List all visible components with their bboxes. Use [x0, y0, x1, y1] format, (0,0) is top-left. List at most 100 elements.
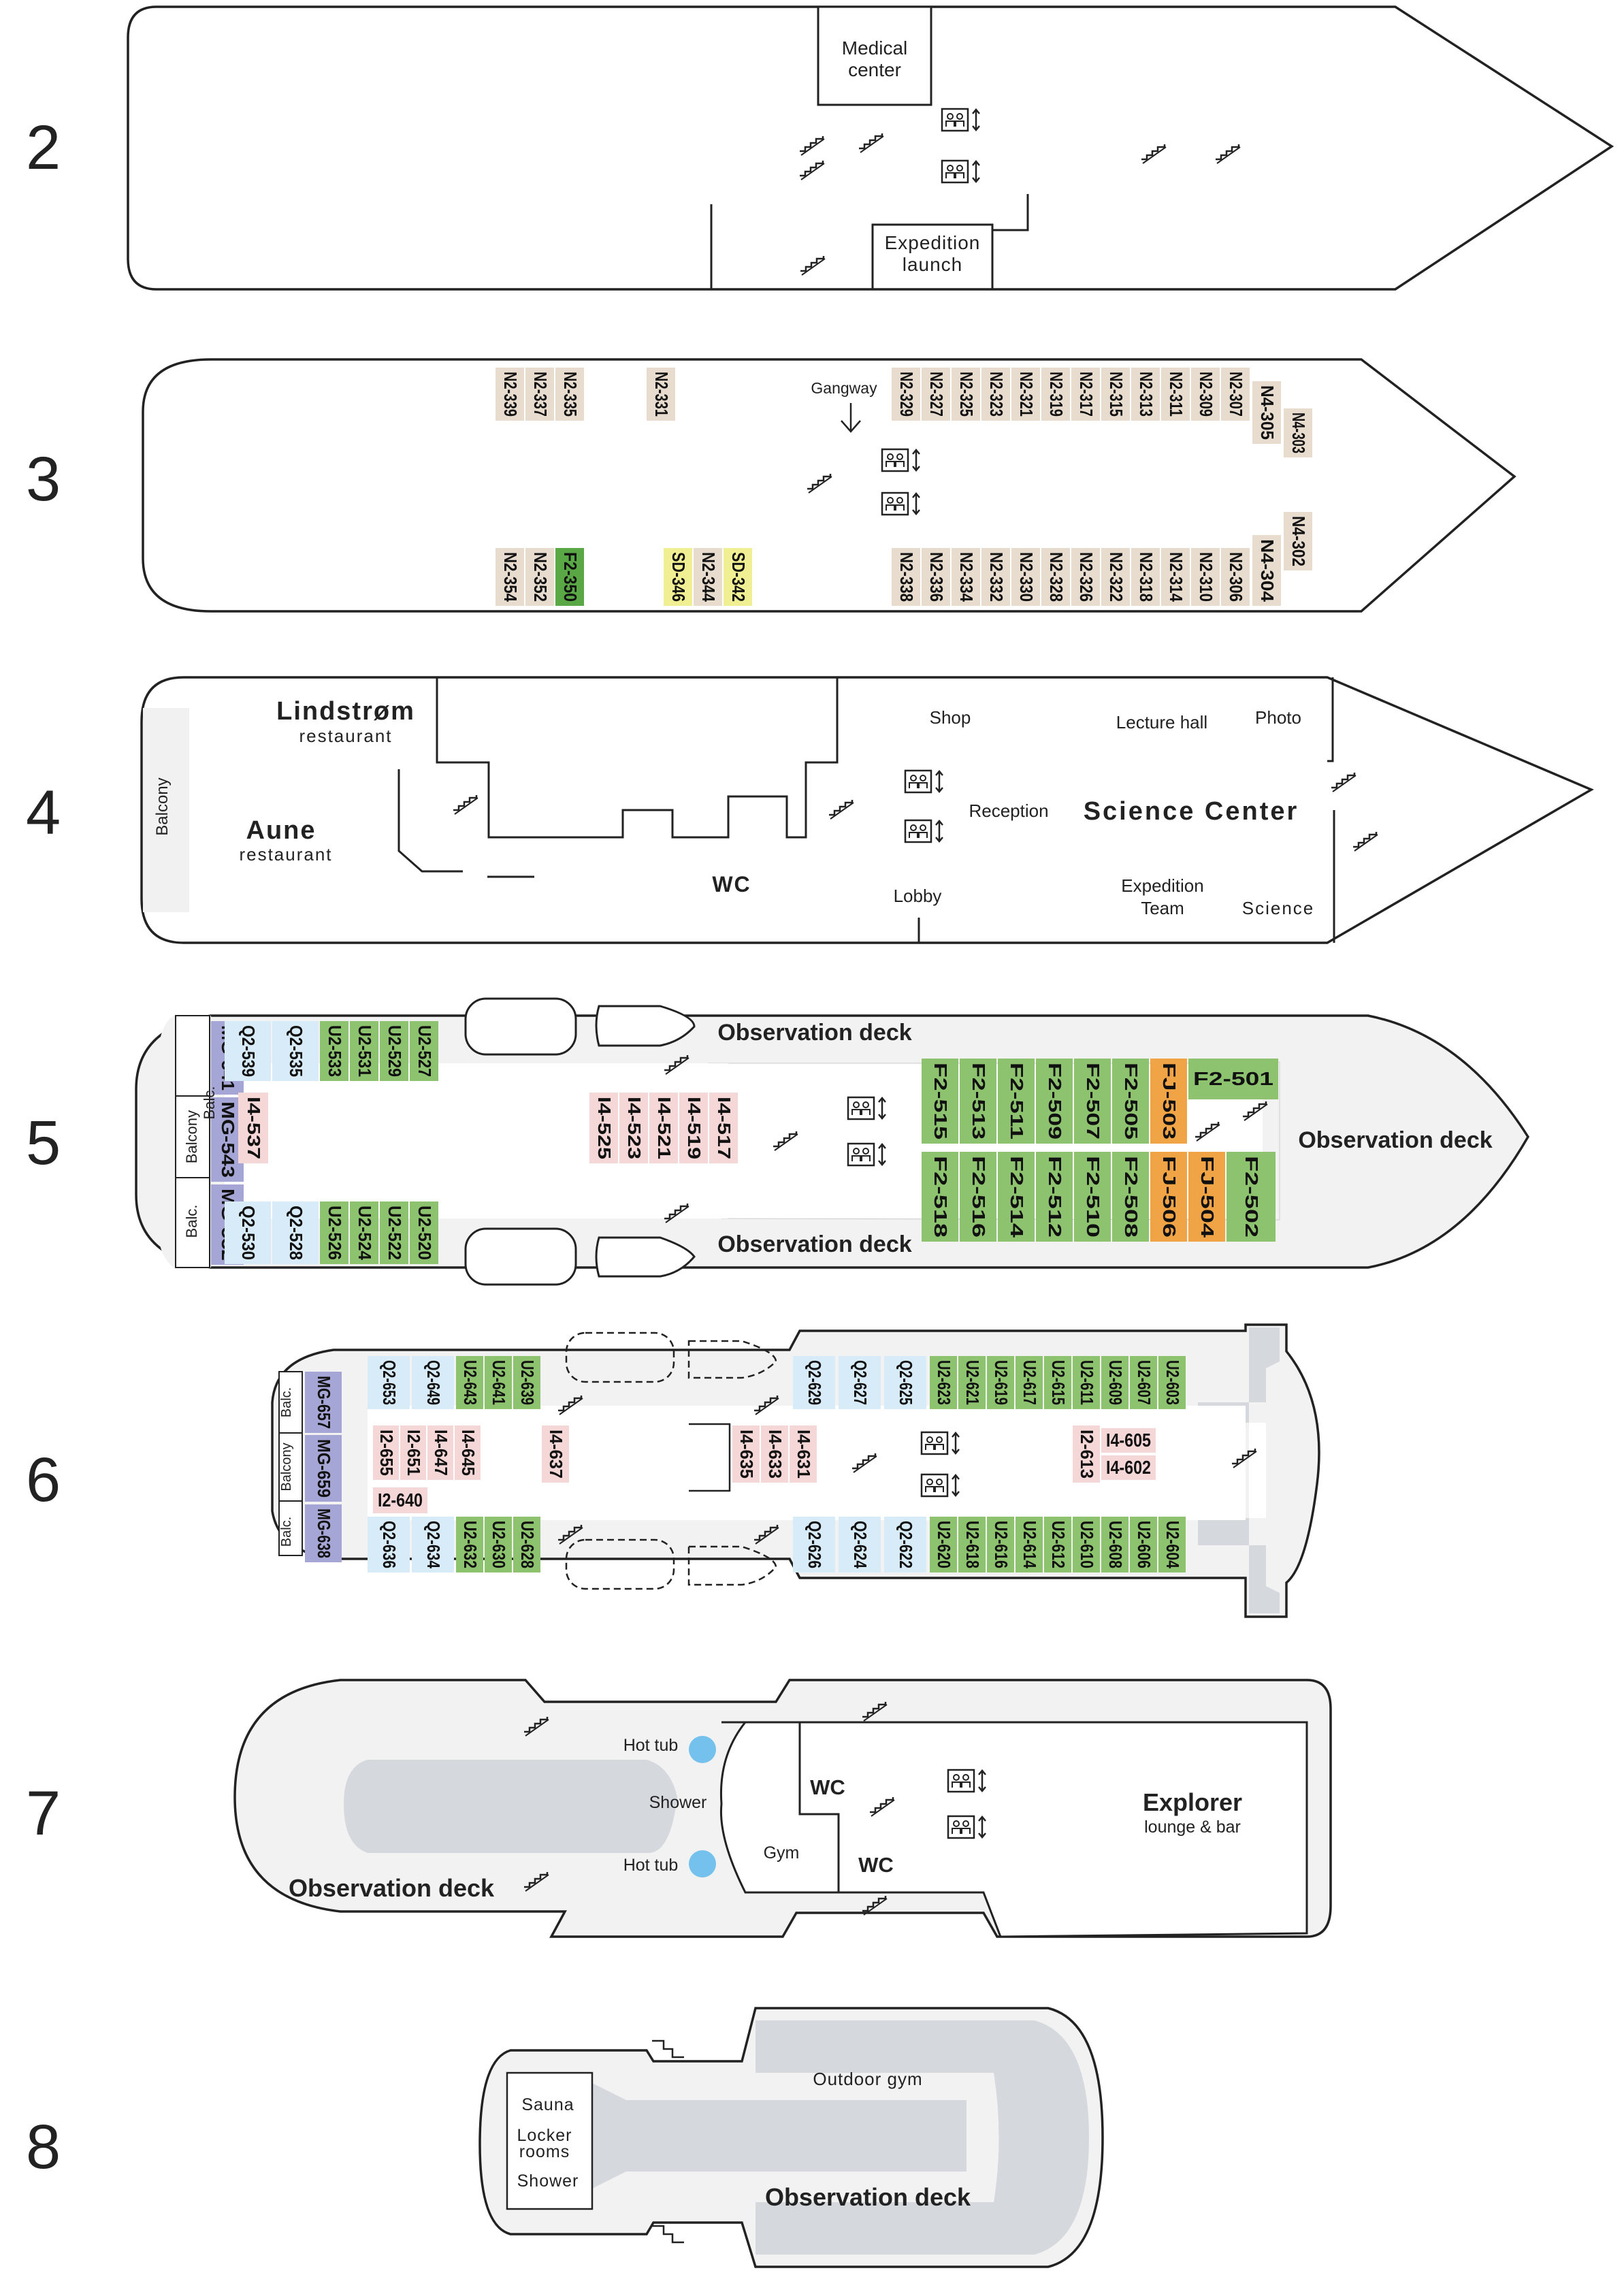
cabin: U2-641: [485, 1356, 512, 1409]
shop-label: Shop: [930, 707, 971, 728]
cabin: F2-515: [922, 1059, 958, 1144]
cabin-number: F2-509: [1045, 1063, 1065, 1140]
cabin: N2-328: [1041, 548, 1070, 606]
cabin: I4-517: [709, 1093, 738, 1163]
cabin-number: N2-334: [956, 552, 977, 602]
cabin-number: U2-527: [415, 1025, 435, 1077]
cabin: SD-342: [724, 548, 752, 606]
wc-label: WC: [858, 1853, 894, 1877]
cabin: N2-321: [1011, 368, 1040, 421]
cabin-number: U2-606: [1134, 1521, 1154, 1568]
cabin-number: Q2-528: [286, 1206, 306, 1260]
cabin-number: I4-635: [736, 1430, 757, 1479]
cabin-number: N2-339: [500, 372, 521, 417]
cabin-number: I4-633: [765, 1430, 785, 1479]
cabin: F2-508: [1112, 1152, 1149, 1242]
balcony-label: Balcony: [279, 1442, 294, 1491]
deck-number-6: 6: [26, 1445, 61, 1515]
cabin: N2-310: [1191, 548, 1220, 606]
cabin-number: F2-511: [1007, 1063, 1027, 1140]
cabin-number: U2-608: [1105, 1521, 1126, 1568]
cabin: Q2-625: [884, 1356, 926, 1409]
cabin-number: F2-510: [1083, 1156, 1103, 1238]
cabin-number: N2-338: [896, 552, 917, 602]
cabin: I4-523: [619, 1093, 648, 1163]
cabin-number: U2-616: [991, 1521, 1011, 1568]
cabin-number: U2-612: [1048, 1521, 1069, 1568]
cabin-number: U2-524: [355, 1206, 375, 1261]
cabin: N4-303: [1284, 408, 1312, 457]
cabin-number: Q2-624: [850, 1521, 871, 1568]
cabin: I4-605: [1101, 1428, 1156, 1453]
aune-sub: restaurant: [239, 844, 332, 865]
wc-label: WC: [810, 1775, 845, 1799]
cabin: Q2-528: [272, 1201, 319, 1264]
cabin-number: N4-305: [1257, 385, 1278, 440]
lecture-hall-label: Lecture hall: [1116, 712, 1207, 732]
cabin: N2-337: [525, 368, 554, 421]
explorer-label: Explorer: [1143, 1788, 1242, 1816]
cabin: I4-602: [1101, 1455, 1156, 1480]
cabin-number: F2-514: [1007, 1156, 1027, 1238]
medical-center-room: [817, 5, 932, 106]
cabin-number: MG-659: [314, 1439, 334, 1498]
cabin-number: N2-311: [1166, 372, 1186, 417]
cabin-number: FJ-504: [1197, 1156, 1218, 1238]
cabin: Q2-636: [368, 1517, 410, 1572]
cabin-number: F2-501: [1193, 1068, 1273, 1089]
cabin-number: U2-611: [1077, 1360, 1097, 1405]
cabin-number: U2-619: [991, 1360, 1011, 1405]
cabin-number: Q2-530: [238, 1206, 259, 1260]
shower-label: Shower: [517, 2172, 579, 2191]
cabin: Q2-539: [225, 1021, 271, 1081]
deck-number-2: 2: [26, 113, 61, 182]
explorer-sub: lounge & bar: [1144, 1818, 1241, 1837]
cabin: U2-603: [1158, 1356, 1186, 1409]
cabin-number: U2-609: [1105, 1360, 1126, 1405]
cabin: U2-522: [380, 1201, 408, 1264]
cabin: U2-529: [380, 1021, 408, 1081]
cabin: F2-516: [960, 1152, 996, 1242]
science-center-label: Science Center: [1084, 797, 1299, 826]
cabin-number: U2-620: [934, 1521, 954, 1568]
cabin-number: U2-630: [489, 1521, 509, 1568]
cabin: Q2-627: [839, 1356, 881, 1409]
cabin: U2-623: [930, 1356, 957, 1409]
cabin: U2-628: [513, 1517, 540, 1572]
cabin-number: N4-303: [1288, 413, 1309, 453]
cabin-number: U2-639: [517, 1360, 538, 1405]
cabin: N2-326: [1071, 548, 1100, 606]
cabin: U2-632: [456, 1517, 483, 1572]
cabin-number: I4-537: [244, 1097, 264, 1159]
hot-tub: [689, 1850, 716, 1877]
cabin-number: I4-521: [654, 1097, 675, 1159]
hot-tub: [689, 1736, 716, 1763]
cabin-number: I4-525: [594, 1097, 615, 1159]
photo-label: Photo: [1255, 707, 1301, 728]
cabin: F2-509: [1036, 1059, 1073, 1144]
science-label: Science: [1242, 898, 1315, 918]
cabin-number: I4-602: [1106, 1457, 1151, 1478]
cabin-number: N2-317: [1076, 372, 1097, 417]
cabin-number: Q2-653: [379, 1360, 400, 1405]
cabin: N2-327: [922, 368, 950, 421]
cabin-number: Q2-627: [850, 1360, 871, 1405]
cabin: N2-309: [1191, 368, 1220, 421]
cabin-number: N2-309: [1196, 372, 1216, 417]
cabin-number: U2-615: [1048, 1360, 1069, 1405]
cabin-number: N2-313: [1136, 372, 1156, 417]
cabin-number: N2-326: [1076, 552, 1097, 602]
cabin-number: F2-518: [930, 1156, 951, 1238]
balc-label: Balc.: [183, 1205, 200, 1238]
cabin: Q2-535: [272, 1021, 319, 1081]
cabin: U2-611: [1073, 1356, 1100, 1409]
cabin: U2-620: [930, 1517, 957, 1572]
cabin: N2-332: [981, 548, 1010, 606]
cabin: F2-507: [1074, 1059, 1111, 1144]
cabin-number: U2-533: [325, 1025, 345, 1077]
cabin-number: N2-318: [1136, 552, 1156, 602]
cabin: U2-608: [1101, 1517, 1128, 1572]
